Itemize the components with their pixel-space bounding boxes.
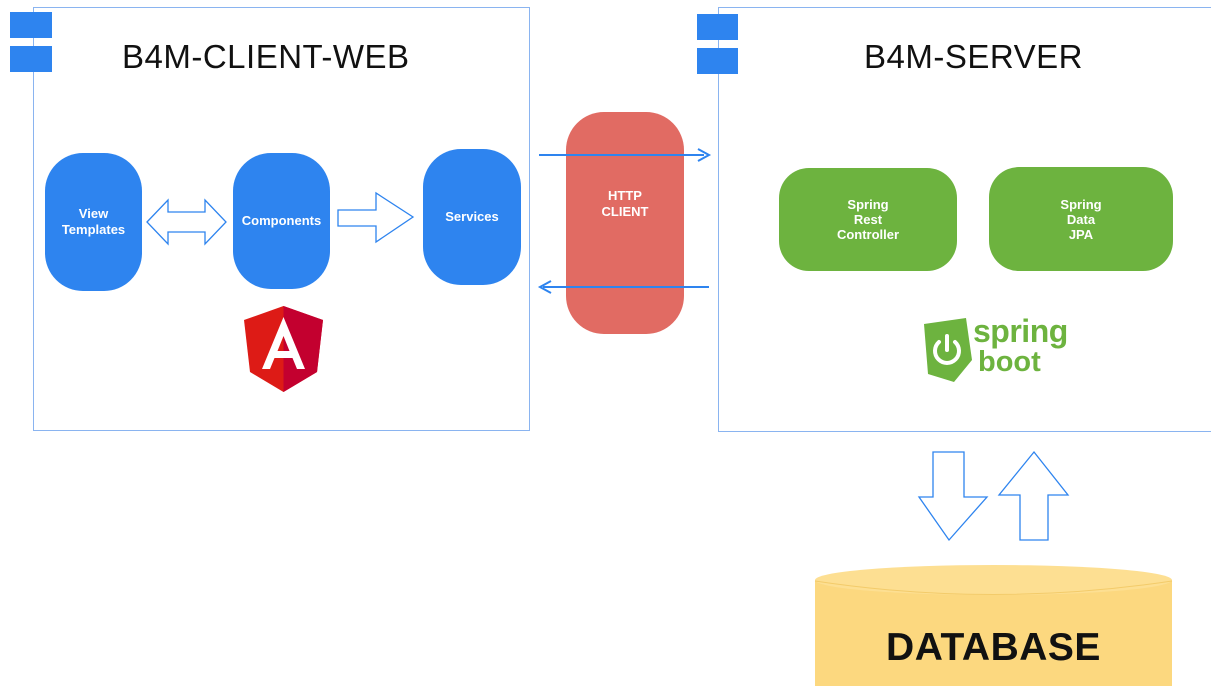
server-title: B4M-SERVER xyxy=(864,38,1083,75)
view-templates-label: View Templates xyxy=(61,206,126,237)
components-label: Components xyxy=(241,213,322,228)
spring-word: spring xyxy=(973,313,1068,349)
right-arrow-icon xyxy=(337,191,415,244)
view-templates-node: View Templates xyxy=(45,153,142,291)
spring-rest-label: Spring Rest Controller xyxy=(836,197,900,242)
components-node: Components xyxy=(233,153,330,289)
http-client-label: HTTP CLIENT xyxy=(601,188,649,219)
component-icon xyxy=(10,12,54,76)
component-icon xyxy=(697,14,741,78)
client-title: B4M-CLIENT-WEB xyxy=(122,38,410,75)
spring-data-jpa-node: Spring Data JPA xyxy=(989,167,1173,271)
double-arrow-icon xyxy=(146,198,227,246)
angular-logo-icon xyxy=(244,306,323,392)
http-client-node: HTTP CLIENT xyxy=(566,112,684,334)
arrowhead-right-icon xyxy=(697,148,712,162)
boot-word: boot xyxy=(978,346,1041,378)
services-label: Services xyxy=(445,209,499,224)
spring-boot-logo-icon xyxy=(924,318,972,382)
arrowhead-left-icon xyxy=(537,280,552,294)
spring-data-label: Spring Data JPA xyxy=(1060,196,1102,242)
database-label: DATABASE xyxy=(886,626,1101,669)
up-arrow-icon xyxy=(997,450,1070,541)
database-cylinder xyxy=(814,565,1173,686)
services-node: Services xyxy=(423,149,521,285)
down-arrow-icon xyxy=(917,451,989,542)
spring-rest-controller-node: Spring Rest Controller xyxy=(779,168,957,271)
